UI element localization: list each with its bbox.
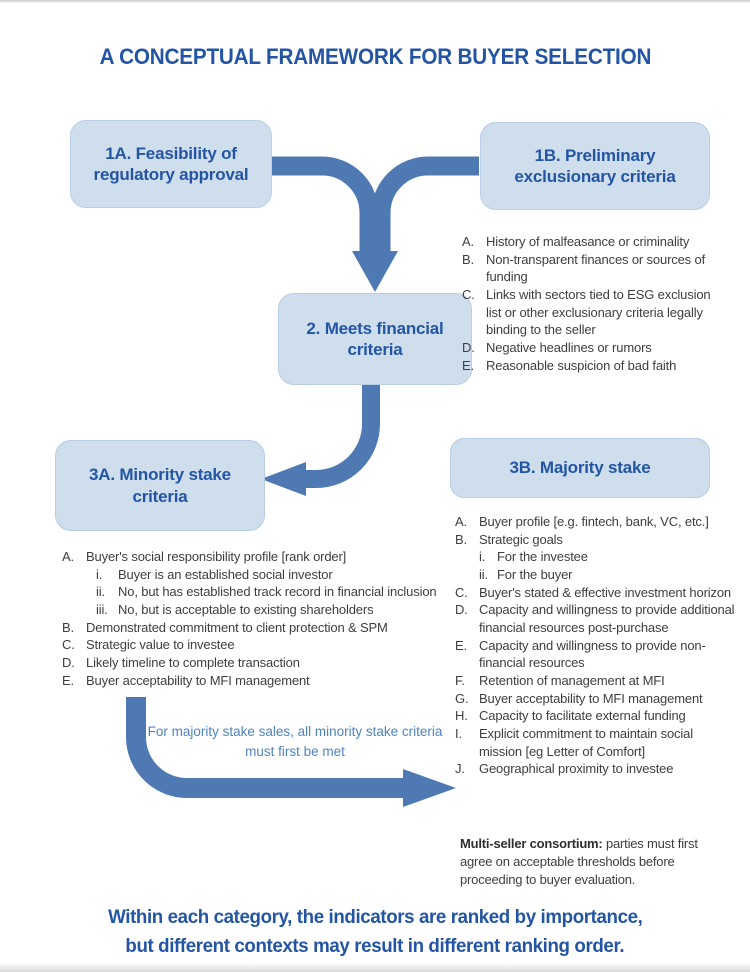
box-1a-regulatory-approval: 1A. Feasibility of regulatory approval [70, 120, 272, 208]
list-item: C.Links with sectors tied to ESG exclusi… [462, 287, 711, 338]
box-2-financial-criteria: 2. Meets financial criteria [278, 293, 472, 385]
exclusionary-criteria-list: A.History of malfeasance or criminality … [462, 233, 720, 374]
list-item: B.Strategic goals [455, 531, 563, 547]
list-item: D.Negative headlines or rumors [462, 340, 652, 356]
footer-line-2-text: but different contexts may result in dif… [125, 935, 625, 958]
list-subitem: ii.No, but has established track record … [96, 584, 437, 600]
list-item: H.Capacity to facilitate external fundin… [455, 708, 686, 724]
list-item: A.History of malfeasance or criminality [462, 234, 690, 249]
list-item: A.Buyer profile [e.g. fintech, bank, VC,… [455, 514, 709, 529]
multi-seller-note-rest: parties must first agree on acceptable t… [460, 836, 698, 888]
footer-line-2: but different contexts may result in dif… [0, 932, 750, 961]
page-title-text: A CONCEPTUAL FRAMEWORK FOR BUYER SELECTI… [99, 44, 651, 69]
arrow-curve-3a-to-3b [126, 697, 404, 798]
list-subitem: iii.No, but is acceptable to existing sh… [96, 602, 374, 618]
footer-line-1-text: Within each category, the indicators are… [107, 906, 643, 928]
box-3a-label: 3A. Minority stake criteria [89, 465, 231, 506]
list-item: B.Non-transparent finances or sources of… [462, 251, 706, 285]
arrowhead-down-to-2-icon [352, 251, 398, 292]
box-3b-majority-stake: 3B. Majority stake [450, 438, 710, 498]
box-1a-label: 1A. Feasibility of regulatory approval [93, 143, 249, 184]
multi-seller-note-lead: Multi-seller consortium: [460, 836, 603, 851]
footer-statement: Within each category, the indicators are… [0, 903, 750, 962]
majority-stake-criteria-list: A.Buyer profile [e.g. fintech, bank, VC,… [455, 513, 737, 778]
list-item: E.Buyer acceptability to MFI management [62, 672, 310, 688]
box-1b-label: 1B. Preliminary exclusionary criteria [514, 145, 676, 186]
multi-seller-note: Multi-seller consortium: parties must fi… [460, 835, 728, 890]
list-item: J.Geographical proximity to investee [455, 761, 674, 777]
page-bottom-edge [0, 963, 750, 972]
arrow-curve-2-to-3a [305, 384, 380, 488]
minority-stake-criteria-list: A.Buyer's social responsibility profile … [62, 548, 482, 689]
list-item: G.Buyer acceptability to MFI management [455, 690, 703, 706]
list-subitem: i.Buyer is an established social investo… [96, 566, 333, 582]
arrowhead-right-to-3b-icon [403, 769, 456, 807]
list-item: C.Strategic value to investee [62, 637, 235, 653]
page-top-edge [0, 0, 750, 3]
list-item: C.Buyer's stated & effective investment … [455, 584, 732, 600]
arrowhead-left-to-3a-icon [261, 462, 306, 496]
list-item: A.Buyer's social responsibility profile … [62, 549, 347, 564]
footer-line-1: Within each category, the indicators are… [0, 903, 750, 932]
arrow-branch-from-1a [271, 156, 379, 253]
majority-caption: For majority stake sales, all minority s… [147, 724, 443, 759]
box-1b-exclusionary-criteria: 1B. Preliminary exclusionary criteria [480, 122, 710, 210]
list-subitem: i.For the investee [479, 549, 588, 565]
list-item: D.Likely timeline to complete transactio… [62, 655, 300, 671]
list-item: D.Capacity and willingness to provide ad… [455, 602, 735, 636]
list-subitem: ii.For the buyer [479, 567, 573, 583]
box-3a-minority-stake: 3A. Minority stake criteria [55, 440, 265, 531]
list-item: E.Capacity and willingness to provide no… [455, 637, 706, 671]
box-2-label: 2. Meets financial criteria [306, 318, 444, 359]
arrow-branch-from-1b [371, 156, 479, 253]
page-title: A CONCEPTUAL FRAMEWORK FOR BUYER SELECTI… [0, 44, 750, 70]
list-item: B.Demonstrated commitment to client prot… [62, 619, 388, 635]
list-item: F.Retention of management at MFI [455, 673, 665, 689]
list-item: E.Reasonable suspicion of bad faith [462, 357, 677, 373]
box-3b-label: 3B. Majority stake [509, 458, 651, 478]
list-item: I.Explicit commitment to maintain social… [455, 726, 693, 759]
